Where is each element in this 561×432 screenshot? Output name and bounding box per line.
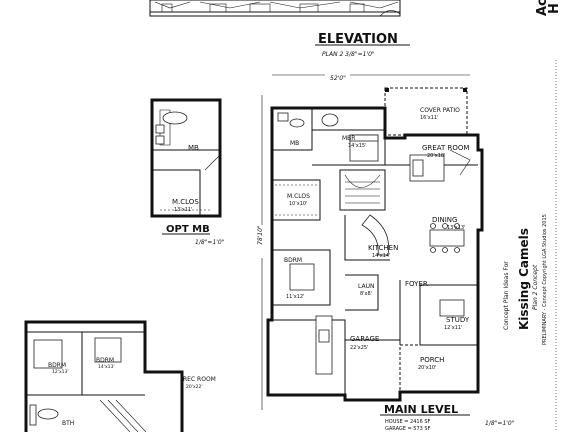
- main-room-mb: MB: [290, 140, 299, 147]
- elevation-title: ELEVATION: [318, 32, 398, 47]
- opt-mb-room-mb: MB: [188, 144, 199, 152]
- opt-mb-scale: 1/8"=1'0": [195, 239, 225, 246]
- side-line-plan: Plan 2 Concept: [532, 264, 539, 310]
- side-corner-text: Ac: [535, 0, 550, 16]
- lower-room-rec-room-dim: 20'x22': [186, 384, 203, 390]
- side-line-copyright: PRELIMINARY - Concept Copyright LGA Stud…: [542, 214, 548, 345]
- main-room-bdrm: BDRM: [284, 257, 302, 264]
- lower-room-bth: BTH: [62, 420, 74, 427]
- main-room-kitchen: KITCHEN: [368, 244, 398, 252]
- opt-mb-plan: [150, 98, 222, 218]
- main-room-laun-dim: 8'x8': [360, 291, 372, 297]
- main-room-mclos: M.CLOS: [287, 193, 310, 200]
- opt-mb-caption: OPT MB: [166, 224, 210, 235]
- main-room-cover-patio: COVER PATIO: [420, 107, 460, 114]
- opt-mb-room-mclos-dim: 13'x11': [174, 207, 192, 213]
- lower-room-bdrm-1: BDRM: [48, 362, 66, 369]
- main-level-caption: MAIN LEVEL: [384, 403, 458, 416]
- main-room-laun: LAUN: [358, 283, 374, 290]
- lower-room-rec-room: REC ROOM: [183, 376, 216, 383]
- main-room-study-dim: 12'x11': [444, 325, 462, 331]
- main-room-mbr: MBR: [342, 135, 355, 142]
- main-room-mclos-dim: 10'x10': [289, 201, 307, 207]
- main-room-garage-dim: 22'x25': [350, 345, 368, 351]
- main-room-cover-patio-dim: 16'x11': [420, 115, 438, 121]
- elevation-caption: PLAN 2 3/8"=1'0": [322, 51, 375, 58]
- lower-room-bdrm-2: BDRM: [96, 357, 114, 364]
- main-room-bdrm-dim: 11'x12': [286, 294, 304, 300]
- main-room-porch: PORCH: [420, 356, 444, 364]
- main-level-stat-garage: GARAGE = 573 SF: [385, 426, 431, 432]
- lower-level-plan: [24, 320, 184, 432]
- main-room-foyer: FOYER: [405, 280, 428, 288]
- side-corner-text-2: H: [547, 3, 561, 14]
- lower-room-bdrm-1-dim: 12'x13': [52, 369, 69, 375]
- opt-mb-room-mclos: M.CLOS: [172, 198, 199, 206]
- main-room-study: STUDY: [446, 316, 470, 324]
- side-line-concept: Concept Plan Ideas For: [503, 261, 510, 330]
- main-room-great-room-dim: 20'x18': [427, 153, 445, 159]
- main-level-stat-house: HOUSE = 2416 SF: [385, 419, 431, 425]
- main-room-porch-dim: 20'x10': [418, 365, 436, 371]
- main-room-kitchen-dim: 14'x14': [372, 253, 390, 259]
- main-room-garage: GARAGE: [350, 335, 379, 343]
- main-room-dining-dim: 13'x13': [447, 225, 465, 231]
- main-room-mbr-dim: 14'x15': [348, 143, 366, 149]
- main-width-dim: 52'0": [330, 75, 346, 82]
- main-level-walls: [266, 87, 484, 402]
- lower-room-bdrm-2-dim: 14'x13': [98, 364, 115, 370]
- main-depth-dim: 78'10": [257, 225, 264, 245]
- elevation-drawing: [149, 0, 401, 17]
- main-level-scale: 1/8"=1'0": [485, 420, 515, 427]
- main-room-great-room: GREAT ROOM: [422, 144, 469, 152]
- main-room-dining: DINING: [432, 216, 457, 224]
- side-line-title: Kissing Camels: [517, 228, 531, 330]
